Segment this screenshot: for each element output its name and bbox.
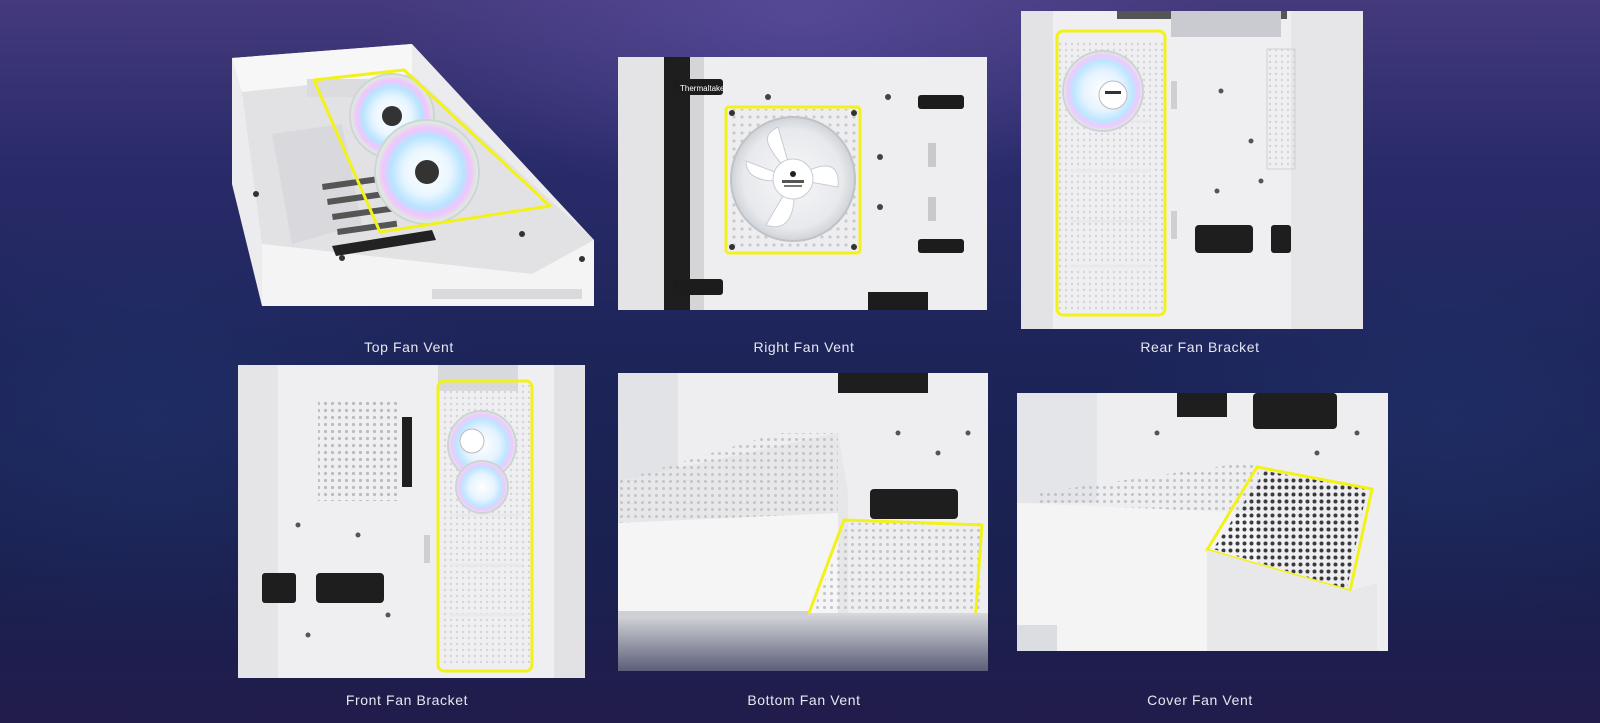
cover-fan-vent-photo (1017, 393, 1388, 651)
bottom-fan-vent-caption: Bottom Fan Vent (747, 692, 861, 708)
cover-fan-vent-caption: Cover Fan Vent (1147, 692, 1253, 708)
bottom-fan-vent-photo (618, 373, 988, 671)
front-fan-bracket-caption: Front Fan Bracket (345, 692, 469, 708)
top-fan-vent-caption: Top Fan Vent (364, 339, 454, 355)
top-fan-vent-photo (232, 44, 594, 306)
rear-fan-bracket-caption: Rear Fan Bracket (1140, 339, 1260, 355)
right-fan-vent-photo: Thermaltake (618, 57, 987, 310)
svg-text:Thermaltake: Thermaltake (680, 84, 725, 93)
right-fan-vent-caption: Right Fan Vent (753, 339, 855, 355)
front-fan-bracket-photo (238, 365, 585, 678)
rear-fan-bracket-photo (1021, 11, 1363, 329)
